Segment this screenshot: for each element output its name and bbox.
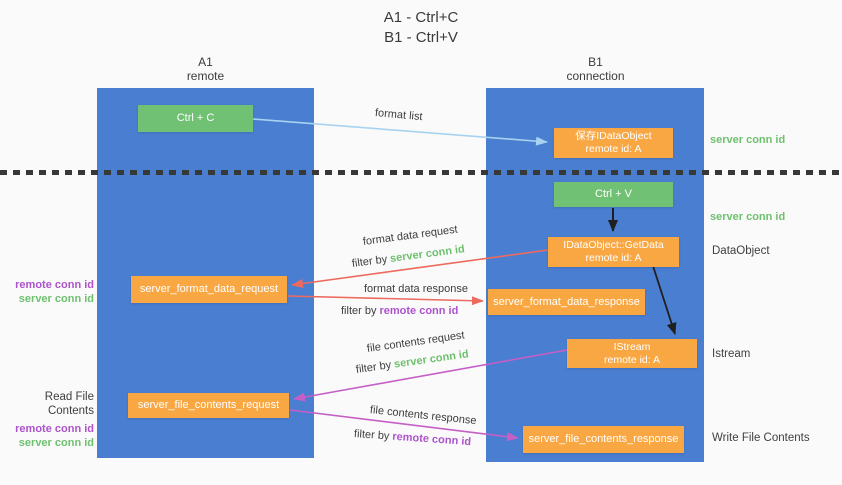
- right-write-file-contents: Write File Contents: [712, 432, 810, 444]
- right-server-conn-id-2: server conn id: [710, 211, 786, 223]
- left-read-file-contents: Read File Contents: [44, 391, 94, 417]
- left-server-conn-id-2: server conn id: [18, 437, 94, 449]
- node-server-format-data-response-label: server_format_data_response: [493, 295, 640, 308]
- node-istream-line2: remote id: A: [603, 353, 661, 366]
- left-remote-conn-id-1: remote conn id: [15, 279, 94, 291]
- arrow-file-contents-response: [289, 409, 519, 442]
- node-save-idataobject-line1: 保存IDataObject: [575, 130, 652, 142]
- lane-header-a1: A1 remote: [97, 55, 314, 83]
- lane-a1-subtitle: remote: [186, 69, 225, 83]
- remote-conn-id-text: remote conn id: [379, 305, 459, 317]
- arrow-format-data-response: [287, 295, 484, 306]
- node-server-file-contents-request: server_file_contents_request: [128, 393, 289, 418]
- node-save-idataobject-line2: remote id: A: [585, 143, 642, 155]
- node-istream: IStream remote id: A: [567, 339, 697, 368]
- filter-by-text: filter by: [353, 428, 390, 443]
- arrow-getdata-to-istream: [652, 265, 677, 335]
- left-server-conn-id-1: server conn id: [18, 293, 94, 305]
- node-getdata-line1: IDataObject::GetData: [563, 239, 664, 251]
- label-format-data-response-text: format data response: [364, 283, 468, 295]
- arrow-format-data-request: [291, 249, 549, 288]
- node-server-format-data-response: server_format_data_response: [488, 289, 645, 315]
- diagram-title: A1 - Ctrl+C B1 - Ctrl+V: [0, 8, 842, 48]
- node-idataobject-getdata: IDataObject::GetData remote id: A: [548, 237, 679, 267]
- label-format-data-response: format data response: [364, 283, 468, 295]
- title-line-1: A1 - Ctrl+C: [383, 9, 459, 26]
- node-istream-line1: IStream: [613, 340, 651, 353]
- node-server-file-contents-request-label: server_file_contents_request: [137, 399, 280, 411]
- arrow-format-list: [252, 118, 548, 146]
- node-server-file-contents-response: server_file_contents_response: [523, 426, 684, 453]
- left-labels-format: remote conn id server conn id: [4, 278, 94, 306]
- node-server-format-data-request-label: server_format_data_request: [139, 283, 279, 295]
- label-filter-remote-conn-1: filter by remote conn id: [341, 305, 458, 317]
- node-ctrl-v-label: Ctrl + V: [595, 188, 632, 200]
- right-dataobject: DataObject: [712, 245, 770, 257]
- node-save-idataobject: 保存IDataObject remote id: A: [554, 128, 673, 158]
- node-ctrl-c: Ctrl + C: [138, 105, 253, 132]
- node-getdata-line2: remote id: A: [585, 252, 642, 264]
- node-server-format-data-request: server_format_data_request: [131, 276, 287, 303]
- node-server-file-contents-response-label: server_file_contents_response: [528, 433, 679, 445]
- lane-header-b1: B1 connection: [487, 55, 704, 83]
- lane-b1-name: B1: [588, 55, 603, 69]
- node-ctrl-v: Ctrl + V: [554, 182, 673, 207]
- left-labels-file: Read File Contents remote conn id server…: [4, 390, 94, 450]
- lane-b1-subtitle: connection: [566, 69, 625, 83]
- title-line-2: B1 - Ctrl+V: [384, 29, 458, 46]
- node-ctrl-c-label: Ctrl + C: [176, 112, 215, 124]
- lane-a1-name: A1: [198, 55, 213, 69]
- left-remote-conn-id-2: remote conn id: [15, 423, 94, 435]
- arrow-file-contents-request: [293, 349, 568, 402]
- filter-by-text: filter by: [341, 305, 377, 317]
- right-istream: Istream: [712, 348, 751, 360]
- dotted-divider: [0, 170, 842, 175]
- right-server-conn-id-1: server conn id: [710, 134, 786, 146]
